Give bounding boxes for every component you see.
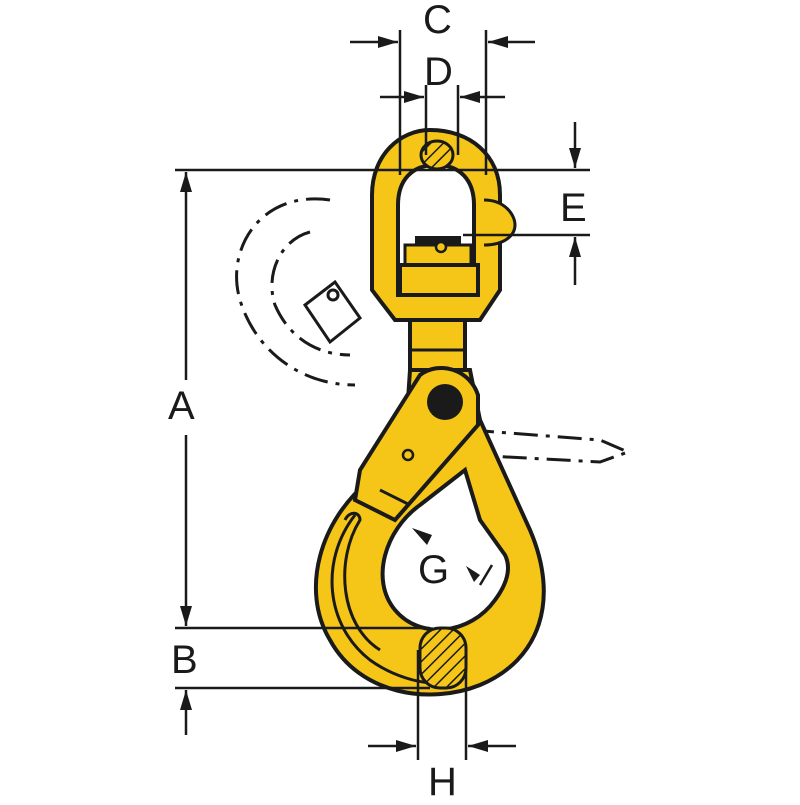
- hook-body: [314, 368, 546, 697]
- dimension-lines: [175, 30, 590, 760]
- dimension-label-b: B: [171, 638, 198, 682]
- safety-latch: [352, 365, 480, 523]
- dimension-label-g: G: [418, 548, 450, 592]
- dimension-label-h: H: [428, 760, 457, 804]
- dimension-label-a: A: [168, 384, 195, 428]
- dimension-label-d: D: [424, 50, 453, 94]
- dimension-label-c: C: [423, 0, 452, 42]
- dimension-label-e: E: [560, 186, 587, 230]
- latch-phantom-part: [302, 279, 363, 345]
- swivel-eye: [370, 127, 517, 372]
